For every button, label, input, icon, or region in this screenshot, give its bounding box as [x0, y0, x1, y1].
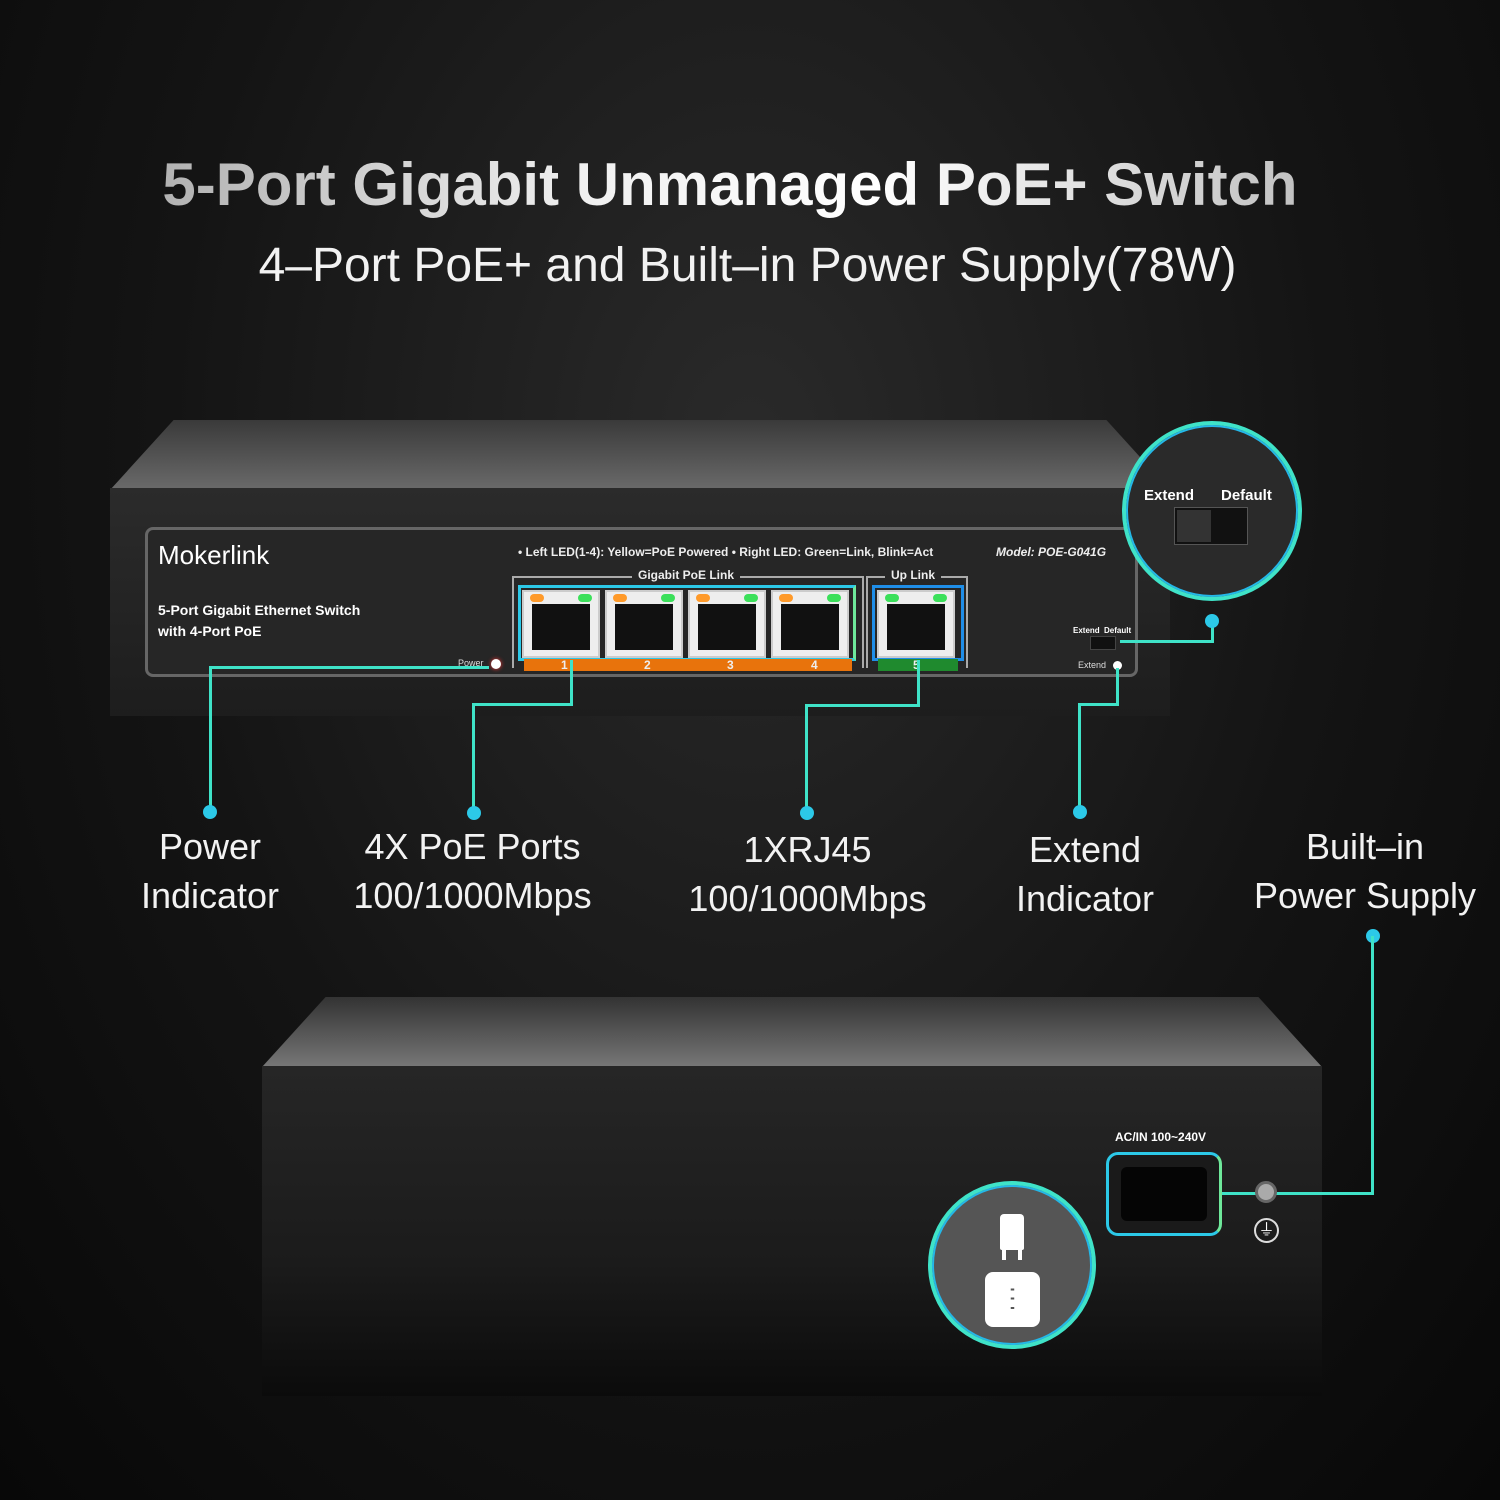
callout-line	[1116, 668, 1119, 705]
switch-default-label: Default	[1104, 626, 1132, 635]
power-led	[491, 659, 501, 669]
callout-line	[1371, 936, 1374, 1195]
switch-extend-label: Extend	[1073, 626, 1100, 635]
power-plug-icon	[994, 1200, 1030, 1262]
port-number: 4	[811, 658, 818, 672]
callout-line	[1222, 1192, 1374, 1195]
rj45-port-3[interactable]	[688, 590, 766, 658]
port-number: 3	[727, 658, 734, 672]
callout-line	[472, 703, 573, 706]
callout-dot	[1073, 805, 1087, 819]
power-outlet-icon: ⵗ	[985, 1272, 1040, 1327]
callout-line	[1078, 703, 1119, 706]
page-subtitle: 4–Port PoE+ and Built–in Power Supply(78…	[258, 239, 1237, 292]
switch-back-top	[262, 997, 1322, 1067]
poe-port-bar	[524, 659, 852, 671]
page-title: 5-Port Gigabit Unmanaged PoE+ Switch	[0, 150, 1460, 219]
model-label: Model: POE-G041G	[996, 545, 1107, 559]
extend-led	[1113, 661, 1122, 670]
zoom-switch	[1174, 507, 1248, 545]
rj45-port-4[interactable]	[771, 590, 849, 658]
ac-input-label: AC/IN 100~240V	[1115, 1130, 1207, 1144]
callout-dot	[1205, 614, 1219, 628]
port-number: 5	[913, 658, 920, 672]
mode-switch[interactable]	[1090, 636, 1116, 650]
zoom-extend-label: Extend	[1144, 487, 1195, 504]
switch-top	[110, 420, 1170, 490]
extend-led-label: Extend	[1078, 660, 1107, 670]
rj45-port-5[interactable]	[877, 590, 955, 658]
panel-desc-1: 5-Port Gigabit Ethernet Switch	[158, 602, 361, 618]
callout-line	[1120, 640, 1214, 643]
callout-line	[209, 666, 489, 669]
callout-line	[209, 666, 212, 812]
callout-dot	[203, 805, 217, 819]
power-led-label: Power	[458, 658, 484, 668]
callout-line	[805, 704, 808, 812]
callout-dot	[800, 806, 814, 820]
callout-line	[1078, 703, 1081, 811]
panel-desc-2: with 4-Port PoE	[158, 623, 262, 639]
callout-line	[472, 703, 475, 813]
ac-power-socket[interactable]	[1106, 1152, 1222, 1236]
port-number: 2	[644, 658, 651, 672]
callout-line	[570, 660, 573, 705]
rj45-port-2[interactable]	[605, 590, 683, 658]
callout-line	[1211, 620, 1214, 643]
led-note: • Left LED(1-4): Yellow=PoE Powered • Ri…	[518, 545, 934, 559]
brand-logo: Mokerlink	[158, 540, 270, 570]
uplink-group-label: Up Link	[885, 568, 941, 582]
rj45-port-1[interactable]	[522, 590, 600, 658]
poe-group-label: Gigabit PoE Link	[632, 568, 741, 582]
port-number: 1	[561, 658, 568, 672]
ground-screw	[1255, 1181, 1277, 1203]
callout-line	[917, 660, 920, 706]
zoom-default-label: Default	[1221, 487, 1272, 504]
callout-dot	[467, 806, 481, 820]
ground-icon: ⏚	[1254, 1218, 1279, 1243]
callout-line	[805, 704, 920, 707]
